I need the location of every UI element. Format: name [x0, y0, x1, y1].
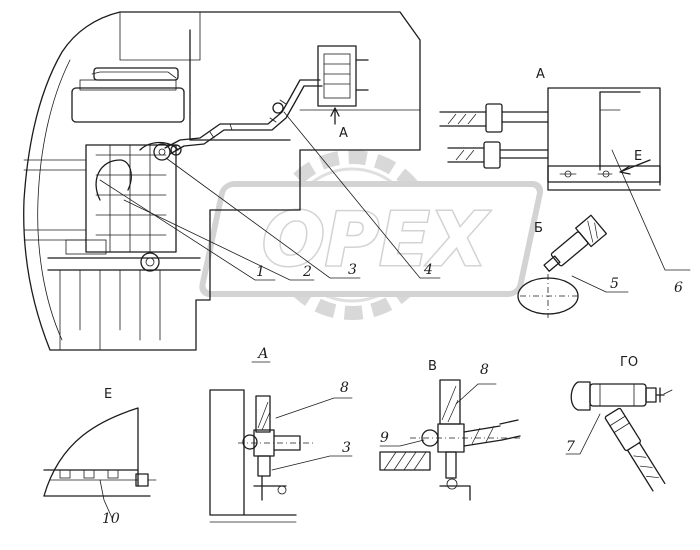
- view-go-label: ГО: [620, 355, 638, 370]
- callout-7: 7: [566, 439, 575, 455]
- view-e-arrow-label: Е: [634, 149, 642, 164]
- main-assembly-view: А 1 2 3 4: [23, 11, 441, 351]
- view-a-section-label: А: [257, 346, 269, 362]
- view-e-detail: Е 10: [43, 387, 157, 527]
- view-a-label: А: [536, 67, 545, 82]
- view-a-section-detail: А 8 3: [209, 346, 353, 523]
- view-b-label: Б: [534, 221, 543, 236]
- view-v-label: В: [428, 359, 437, 374]
- callout-9: 9: [380, 430, 389, 446]
- watermark-logo: OPEX: [199, 150, 544, 320]
- callout-4: 4: [423, 262, 433, 278]
- view-e-label: Е: [104, 387, 112, 402]
- callout-3-detail: 3: [342, 440, 351, 456]
- view-go-detail: ГО 7: [565, 355, 673, 492]
- callout-3: 3: [348, 262, 357, 278]
- callout-8-b: 8: [480, 362, 489, 378]
- callout-6: 6: [674, 280, 683, 296]
- view-b-detail: Б 5: [517, 214, 629, 318]
- callout-2: 2: [302, 264, 312, 280]
- callout-5: 5: [610, 276, 619, 292]
- callout-8-a: 8: [340, 380, 349, 396]
- view-a-detail: А Е 6: [439, 67, 691, 296]
- callout-10: 10: [102, 511, 120, 527]
- callout-1: 1: [256, 264, 265, 280]
- view-v-detail: В 8 9: [379, 359, 521, 501]
- view-a-arrow-label: А: [339, 126, 348, 141]
